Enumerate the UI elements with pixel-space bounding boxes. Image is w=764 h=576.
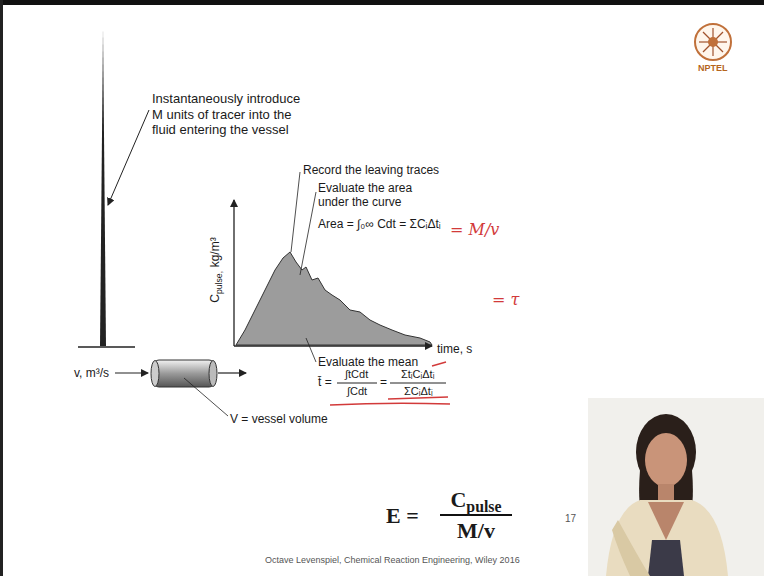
- formula-text: Area = ∫₀∞ Cdt = ΣCᵢΔtᵢ: [318, 217, 441, 231]
- formula-text: E =: [386, 503, 419, 529]
- formula-numerator: Cpulse: [450, 487, 501, 516]
- handwritten-note: = M/v: [450, 220, 499, 239]
- outlet-arrow: [218, 372, 246, 373]
- vessel-label: V = vessel volume: [230, 412, 328, 426]
- left-band: [0, 0, 3, 576]
- formula-text: ∫tCdt: [345, 368, 368, 381]
- inlet-arrow: [115, 372, 148, 373]
- instruction-note: Instantaneously introduce M units of tra…: [152, 91, 312, 138]
- fraction-bar: [337, 383, 377, 384]
- axis-label: time, s: [437, 342, 472, 356]
- pulse-spike: [100, 28, 106, 346]
- pulse-base: [78, 346, 135, 348]
- source-footer: Octave Levenspiel, Chemical Reaction Eng…: [265, 555, 520, 566]
- callout-text: Evaluate the mean: [318, 355, 418, 369]
- axis-label: kg/m³: [208, 237, 222, 267]
- logo-text: NPTEL: [698, 63, 728, 74]
- top-band: [0, 0, 764, 5]
- flow-label: v, m³/s: [74, 366, 109, 380]
- logo-ring: [695, 24, 731, 60]
- axis-label: Cpulse, kg/m³: [208, 237, 224, 302]
- leader-line: [300, 192, 316, 275]
- handwritten-note: = τ: [492, 290, 519, 309]
- presenter-figure: [588, 398, 764, 576]
- formula-text: =: [380, 375, 387, 389]
- logo-hub: [708, 37, 718, 47]
- leader-arrow: [108, 110, 149, 205]
- formula-text: C: [450, 487, 466, 512]
- formula-text: M/v: [457, 518, 495, 544]
- formula-text: ∫Cdt: [347, 385, 367, 398]
- axis-label: C: [208, 294, 222, 303]
- red-tick: [432, 362, 446, 366]
- callout-text: Record the leaving traces: [303, 163, 439, 177]
- response-curve: [236, 252, 432, 345]
- red-underline: [388, 397, 448, 399]
- formula-text: ΣtᵢCᵢΔtᵢ: [401, 368, 434, 381]
- vessel-end: [151, 361, 159, 387]
- axis-label: pulse,: [214, 271, 224, 294]
- leader-line: [184, 378, 228, 416]
- slide-number: 17: [565, 513, 576, 525]
- formula-text: ΣCᵢΔtᵢ: [404, 385, 433, 398]
- y-axis: [233, 200, 234, 346]
- formula-text: t̄ =: [318, 375, 332, 389]
- fraction-bar: [390, 383, 446, 384]
- formula-text: pulse: [466, 498, 501, 515]
- logo-spokes: [699, 28, 727, 56]
- vessel-body: [153, 360, 215, 387]
- x-axis: [234, 345, 432, 346]
- red-underline: [330, 403, 450, 405]
- callout-text: Evaluate the area under the curve: [318, 181, 428, 210]
- leader-line: [306, 338, 316, 362]
- leader-line: [291, 172, 300, 252]
- vessel-end: [209, 361, 217, 387]
